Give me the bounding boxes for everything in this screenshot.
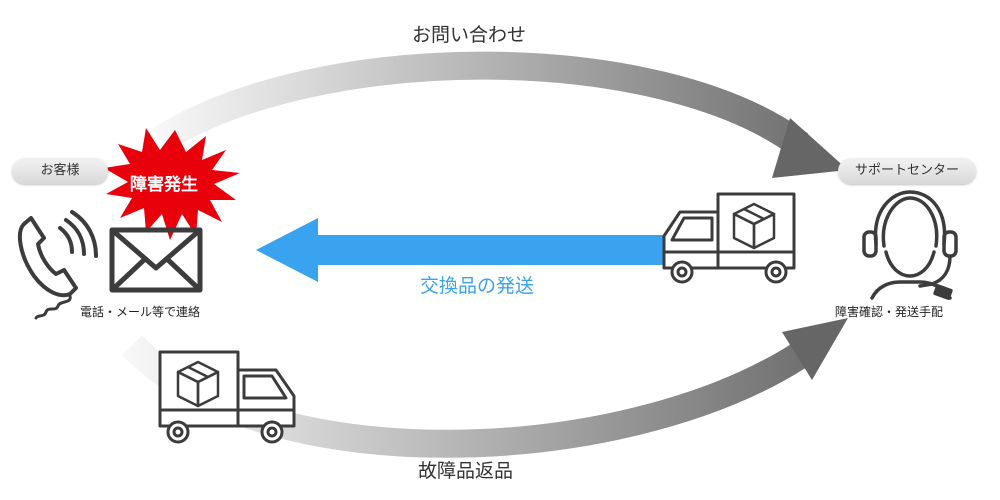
customer-badge: お客様 (12, 158, 108, 184)
exchange-arrow (256, 218, 664, 282)
support-action-label: 障害確認・発送手配 (835, 305, 944, 319)
failure-label: 障害発生 (130, 175, 198, 195)
headset-icon (862, 190, 958, 300)
phone-icon (17, 210, 98, 320)
exchange-label: 交換品の発送 (420, 275, 535, 297)
inquiry-arrow (152, 51, 848, 178)
support-badge: サポートセンター (838, 158, 976, 184)
truck-icon (662, 192, 796, 284)
contact-label: 電話・メール等で連絡 (80, 305, 201, 319)
return-box-icon (176, 360, 220, 408)
return-label: 故障品返品 (418, 460, 514, 482)
inquiry-label: お問い合わせ (412, 24, 527, 46)
box-icon (732, 202, 776, 250)
mail-icon (109, 227, 203, 293)
failure-burst (104, 128, 240, 240)
